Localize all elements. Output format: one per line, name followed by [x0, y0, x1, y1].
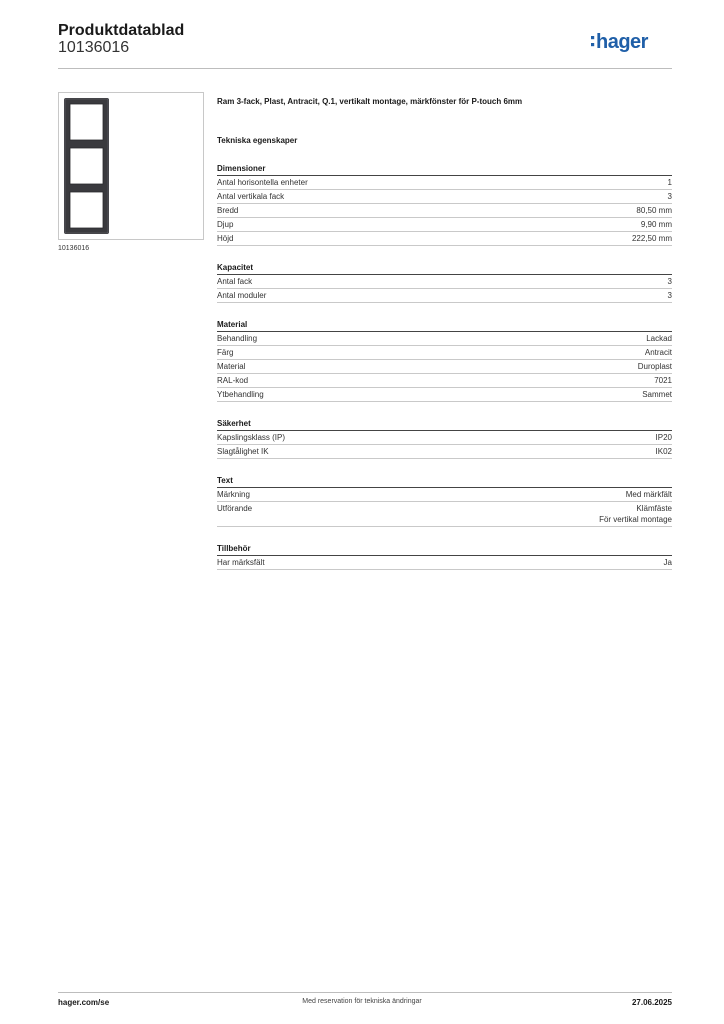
hager-logo: hager [591, 31, 649, 53]
footer-date: 27.06.2025 [631, 998, 672, 1007]
spec-label: Färg [217, 348, 234, 357]
spec-value: 7021 [654, 375, 672, 386]
spec-value-line: 3 [667, 192, 672, 201]
spec-value-line: 80,50 mm [636, 206, 672, 215]
spec-value: 3 [668, 290, 672, 301]
spec-label: Ytbehandling [217, 390, 264, 399]
spec-value: 3 [668, 191, 672, 202]
spec-value-line: 1 [667, 178, 672, 187]
page-header: Produktdatablad 10136016 hager [58, 22, 672, 68]
spec-label: Material [217, 362, 246, 371]
spec-value: Duroplast [638, 361, 672, 372]
spec-value: IK02 [656, 446, 672, 457]
spec-label: Slagtålighet IK [217, 447, 269, 456]
spec-value-line: Lackad [646, 334, 672, 343]
section-title: Tillbehör [217, 543, 672, 556]
product-image [58, 92, 204, 240]
spec-value: 3 [668, 276, 672, 287]
spec-value-line: Duroplast [637, 362, 672, 371]
section-title: Text [217, 475, 672, 488]
spec-value-line: 3 [667, 291, 672, 300]
spec-value-line: 222,50 mm [631, 234, 672, 243]
spec-value-line: 9,90 mm [640, 220, 672, 229]
spec-row: Märkning Med märkfält [217, 488, 672, 502]
spec-value-line: IP20 [655, 433, 672, 442]
spec-label: Utförande [217, 504, 253, 513]
spec-value-line: IK02 [655, 447, 672, 456]
footer-divider [58, 992, 672, 993]
spec-value: Antracit [645, 347, 672, 358]
spec-value-line: Med märkfält [625, 490, 672, 499]
spec-row: Behandling Lackad [217, 332, 672, 346]
spec-label: Antal vertikala fack [217, 192, 285, 201]
spec-row: Antal fack 3 [217, 275, 672, 289]
spec-label: Har märksfält [217, 558, 265, 567]
section-title: Dimensioner [217, 163, 672, 176]
spec-label: Bredd [217, 206, 239, 215]
spec-row: Bredd 80,50 mm [217, 204, 672, 218]
spec-label: Djup [217, 220, 234, 229]
spec-value: Ja [664, 557, 672, 568]
spec-value: IP20 [656, 432, 672, 443]
spec-label: Märkning [217, 490, 250, 499]
spec-row: Färg Antracit [217, 346, 672, 360]
spec-value: 1 [668, 177, 672, 188]
section-title: Kapacitet [217, 262, 672, 275]
spec-label: Kapslingsklass (IP) [217, 433, 286, 442]
tech-heading: Tekniska egenskaper [217, 136, 298, 145]
spec-row: Djup 9,90 mm [217, 218, 672, 232]
logo-wordmark: hager [596, 31, 649, 53]
spec-label: Höjd [217, 234, 234, 243]
image-caption: 10136016 [58, 245, 90, 252]
footer-disclaimer: Med reservation för tekniska ändringar [302, 998, 422, 1005]
footer-website: hager.com/se [58, 998, 110, 1007]
spec-value-line: För vertikal montage [599, 515, 672, 524]
spec-label: Antal horisontella enheter [217, 178, 308, 187]
section-title: Säkerhet [217, 418, 672, 431]
spec-row: Antal horisontella enheter 1 [217, 176, 672, 190]
spec-value: 80,50 mm [636, 205, 672, 216]
spec-row: Antal vertikala fack 3 [217, 190, 672, 204]
spec-value-line: Antracit [644, 348, 672, 357]
spec-value-line: 3 [667, 277, 672, 286]
spec-value: Med märkfält [626, 489, 672, 500]
product-content: Ram 3-fack, Plast, Antracit, Q.1, vertik… [217, 96, 672, 586]
spec-value: Sammet [642, 389, 672, 400]
section-title: Material [217, 319, 672, 332]
spec-row: Höjd 222,50 mm [217, 232, 672, 246]
spec-row: Ytbehandling Sammet [217, 388, 672, 402]
frame-3-gang-image [64, 98, 109, 234]
spec-row: Antal moduler 3 [217, 289, 672, 303]
spec-value-line: 7021 [654, 376, 672, 385]
document-number: 10136016 [58, 39, 130, 56]
spec-label: Antal fack [217, 277, 253, 286]
spec-row: Material Duroplast [217, 360, 672, 374]
spec-value-line: Sammet [642, 390, 672, 399]
product-description: Ram 3-fack, Plast, Antracit, Q.1, vertik… [217, 97, 523, 106]
spec-value: 9,90 mm [641, 219, 672, 230]
spec-label: Behandling [217, 334, 258, 343]
spec-row: Kapslingsklass (IP) IP20 [217, 431, 672, 445]
spec-value: Lackad [646, 333, 672, 344]
spec-value-line: Klämfäste [636, 504, 672, 513]
spec-row: Har märksfält Ja [217, 556, 672, 570]
spec-row: Slagtålighet IK IK02 [217, 445, 672, 459]
header-divider [58, 68, 672, 69]
spec-row: RAL-kod 7021 [217, 374, 672, 388]
document-title: Produktdatablad [58, 22, 185, 39]
spec-value: 222,50 mm [632, 233, 672, 244]
spec-value-line: Ja [663, 558, 672, 567]
spec-label: Antal moduler [217, 291, 267, 300]
spec-label: RAL-kod [217, 376, 249, 385]
